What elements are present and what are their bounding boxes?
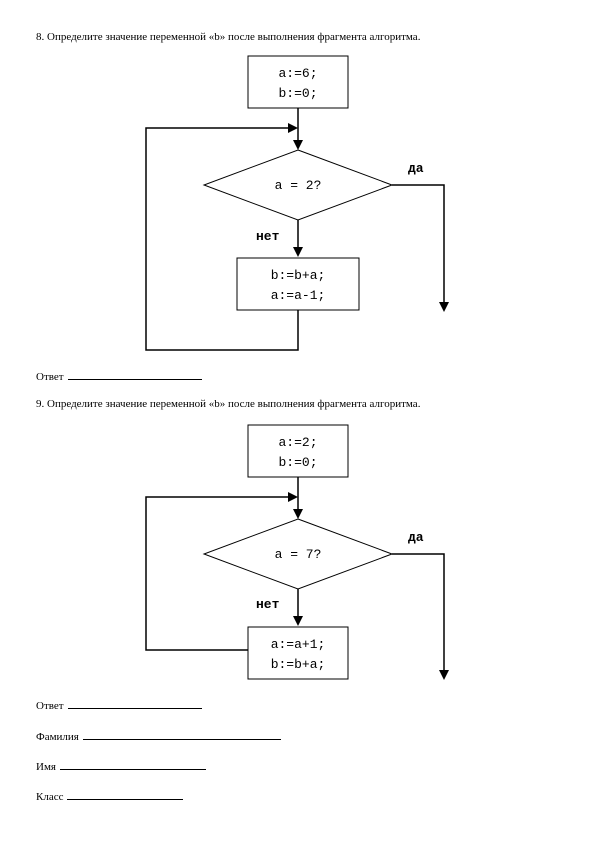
question-9-text: 9. Определите значение переменной «b» по… bbox=[36, 398, 421, 410]
surname-label: Фамилия bbox=[36, 731, 79, 743]
name-field[interactable]: Имя bbox=[36, 759, 206, 773]
surname-blank[interactable] bbox=[82, 729, 281, 740]
q9-answer-blank[interactable] bbox=[67, 698, 202, 709]
q8-init-line2: b:=0; bbox=[278, 86, 317, 101]
class-blank[interactable] bbox=[67, 789, 184, 800]
surname-field[interactable]: Фамилия bbox=[36, 729, 281, 743]
q9-yes-label: да bbox=[408, 530, 424, 545]
q9-body-line1: a:=a+1; bbox=[271, 637, 326, 652]
q9-init-line2: b:=0; bbox=[278, 455, 317, 470]
question-8-text: 8. Определите значение переменной «b» по… bbox=[36, 31, 421, 43]
q9-init-line1: a:=2; bbox=[278, 435, 317, 450]
q8-loop-arrow bbox=[145, 123, 299, 351]
q9-answer-label: Ответ bbox=[36, 700, 64, 712]
name-label: Имя bbox=[36, 761, 56, 773]
q8-yes-arrow bbox=[392, 184, 449, 312]
q9-body-line2: b:=b+a; bbox=[271, 657, 326, 672]
q8-answer-blank[interactable] bbox=[67, 369, 202, 380]
class-field[interactable]: Класс bbox=[36, 789, 184, 803]
q8-body-box bbox=[236, 257, 360, 311]
flowchart-9: a:=2; b:=0; a = 7? да нет a:=a+1; b:=b+a… bbox=[145, 424, 449, 680]
q8-no-label: нет bbox=[256, 229, 280, 244]
q9-body-box bbox=[247, 626, 349, 680]
class-label: Класс bbox=[36, 791, 64, 803]
q8-condition-text: a = 2? bbox=[275, 178, 322, 193]
q9-answer-line[interactable]: Ответ bbox=[36, 698, 202, 712]
flowchart-8: a:=6; b:=0; a = 2? да нет b:=b+a; a:=a-1… bbox=[145, 55, 449, 351]
q8-answer-line[interactable]: Ответ bbox=[36, 369, 202, 383]
q9-no-label: нет bbox=[256, 597, 280, 612]
q9-loop-arrow bbox=[145, 492, 298, 651]
q9-yes-arrow bbox=[392, 553, 449, 680]
q8-body-line2: a:=a-1; bbox=[271, 288, 326, 303]
q8-yes-label: да bbox=[408, 161, 424, 176]
q8-body-line1: b:=b+a; bbox=[271, 268, 326, 283]
q8-init-line1: a:=6; bbox=[278, 66, 317, 81]
q8-init-box bbox=[247, 55, 349, 109]
q8-answer-label: Ответ bbox=[36, 371, 64, 383]
q9-condition-text: a = 7? bbox=[275, 547, 322, 562]
name-blank[interactable] bbox=[59, 759, 206, 770]
